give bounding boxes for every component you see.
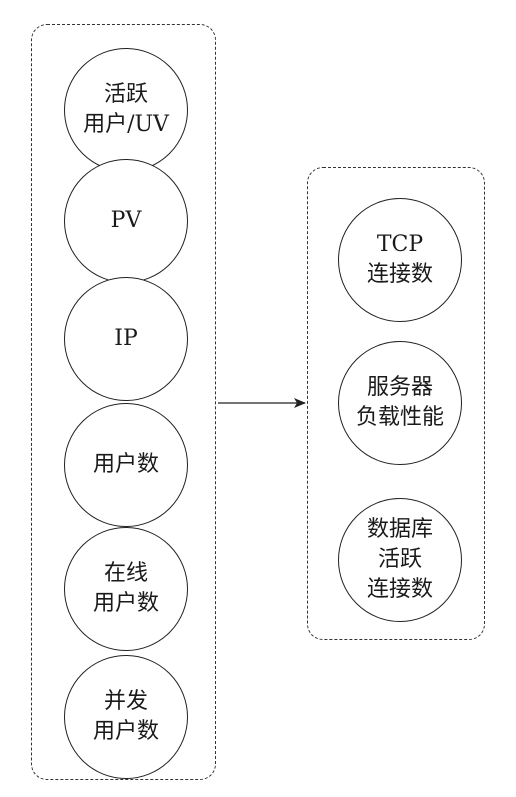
node-server-load: 服务器 负载性能 (338, 341, 462, 465)
node-label-line: 连接数 (366, 577, 433, 602)
node-ip: IP (64, 277, 188, 401)
node-label-line: 用户数 (92, 719, 159, 744)
node-label-line: 数据库 (366, 517, 433, 542)
node-active-users: 活跃 用户/UV (64, 48, 188, 172)
node-label-line: TCP (376, 232, 424, 257)
node-label-line: 用户数 (92, 591, 159, 616)
node-label-line: 活跃 (103, 82, 148, 107)
node-label-line: 负载性能 (355, 405, 444, 430)
node-label-line: IP (114, 326, 138, 351)
node-label-line: 并发 (103, 689, 148, 714)
node-label-line: PV (110, 208, 142, 233)
node-online-users: 在线 用户数 (64, 527, 188, 651)
node-label-line: 用户数 (92, 452, 159, 477)
right-metrics-group (307, 167, 485, 640)
node-user-count: 用户数 (64, 403, 188, 527)
node-label-line: 用户/UV (83, 112, 169, 137)
node-label-line: 活跃 (377, 547, 422, 572)
node-label-line: 服务器 (366, 375, 433, 400)
node-label-line: 连接数 (366, 262, 433, 287)
node-tcp-connections: TCP 连接数 (338, 198, 462, 322)
node-concurrent-users: 并发 用户数 (64, 655, 188, 779)
node-label-line: 在线 (103, 561, 148, 586)
node-pv: PV (64, 159, 188, 283)
left-metrics-group (31, 24, 216, 780)
node-db-active-connections: 数据库 活跃 连接数 (338, 498, 462, 622)
